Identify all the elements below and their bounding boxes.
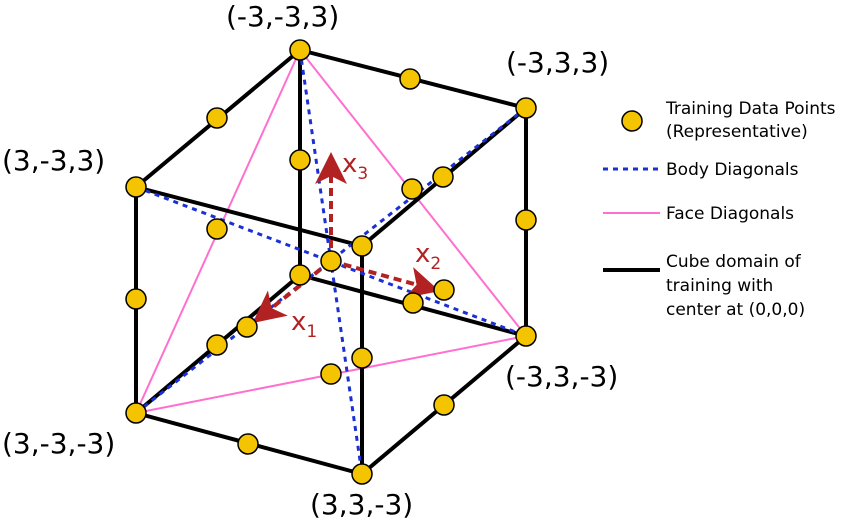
x1-label: x1 [291, 307, 317, 342]
legend-cube-line2: training with [666, 276, 773, 296]
training-point [401, 178, 423, 200]
axis-arrows [252, 152, 440, 323]
x2-label: x2 [415, 239, 441, 274]
corner-label-bottom: (3,3,-3) [310, 488, 413, 521]
x1-arrow [252, 259, 333, 323]
training-point [125, 288, 147, 310]
training-point [237, 433, 259, 455]
legend-points-line1: Training Data Points [665, 99, 836, 119]
training-point [289, 149, 311, 171]
training-point [351, 235, 373, 257]
legend-cube-line1: Cube domain of [666, 252, 802, 272]
training-point [515, 209, 537, 231]
training-point [433, 279, 455, 301]
training-point [515, 325, 537, 347]
training-point [125, 402, 147, 424]
training-point [236, 316, 258, 338]
corner-label-right-lower: (-3,3,-3) [505, 360, 618, 393]
legend-cube-line3: center at (0,0,0) [666, 300, 805, 320]
x3-label: x3 [342, 149, 368, 184]
training-point [289, 39, 311, 61]
training-point [399, 68, 421, 90]
training-point [433, 394, 455, 416]
training-point [206, 218, 228, 240]
x2-arrow [330, 259, 440, 299]
legend-face-label: Face Diagonals [666, 204, 794, 224]
training-point [289, 264, 311, 286]
corner-label-top-right: (-3,3,3) [506, 46, 609, 79]
legend-body-label: Body Diagonals [666, 160, 799, 180]
training-point [320, 250, 342, 272]
training-point [320, 363, 342, 385]
legend-point-icon [621, 110, 643, 132]
training-point [206, 334, 228, 356]
training-point [125, 176, 147, 198]
legend-points-line2: (Representative) [666, 122, 808, 142]
corner-label-left-upper: (3,-3,3) [2, 144, 105, 177]
corner-label-top: (-3,-3,3) [226, 0, 339, 33]
training-point [351, 347, 373, 369]
training-points [125, 39, 537, 485]
training-point [515, 97, 537, 119]
training-point [402, 292, 424, 314]
cube-edge [134, 185, 364, 248]
body-diagonal [135, 106, 527, 415]
corner-label-left-lower: (3,-3,-3) [2, 427, 115, 460]
legend: Training Data Points (Representative) Bo… [603, 99, 836, 320]
training-point [351, 463, 373, 485]
training-point [432, 166, 454, 188]
training-point [206, 107, 228, 129]
